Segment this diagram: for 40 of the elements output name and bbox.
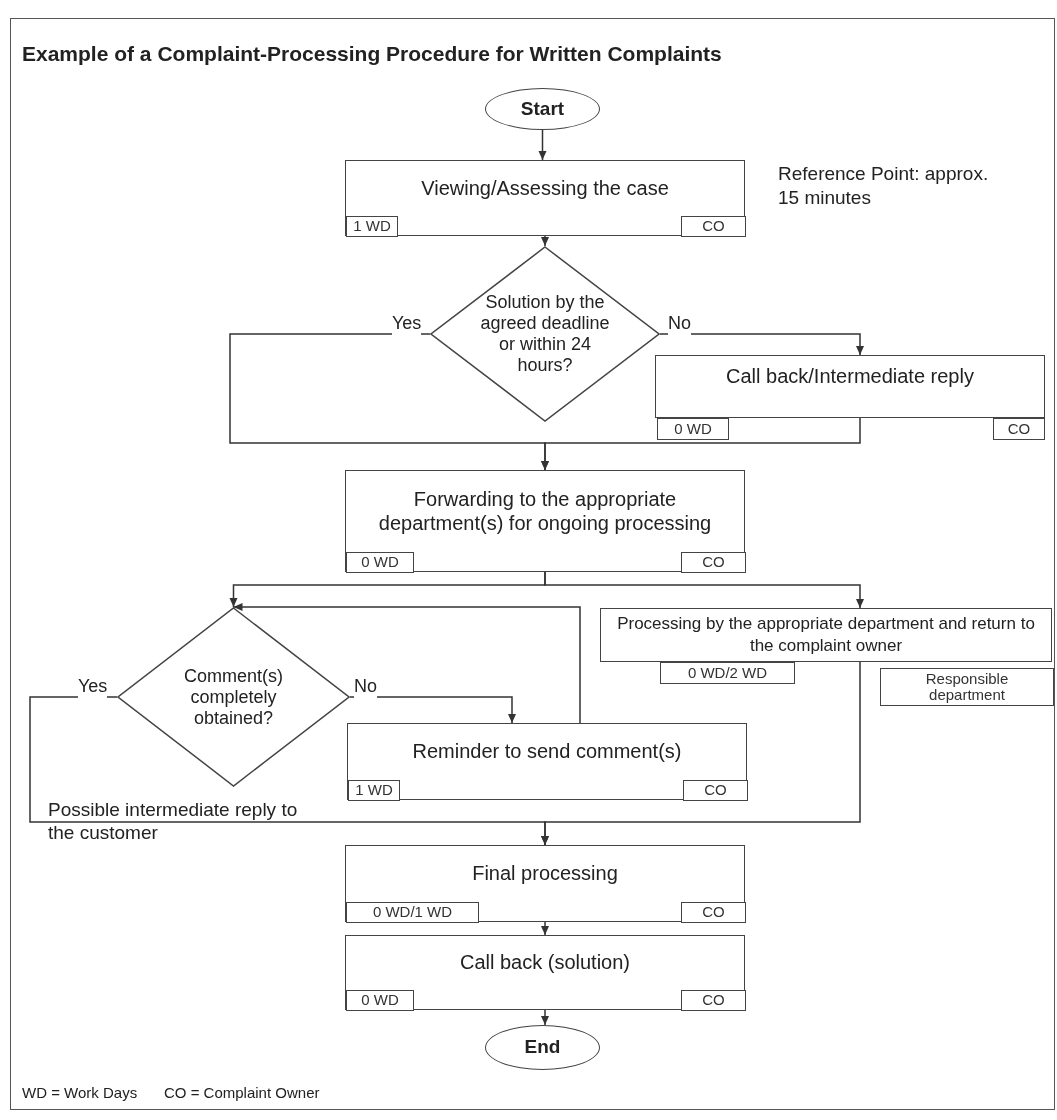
decision-diamond: Comment(s) completely obtained? xyxy=(117,607,350,787)
flow-arrow xyxy=(659,333,864,356)
flow-arrow xyxy=(541,235,549,247)
process-box: Call back (solution) 0 WD CO xyxy=(345,935,745,1010)
note-text: Possible intermediate reply to the customer xyxy=(48,798,299,844)
tag-box: 0 WD xyxy=(346,552,414,573)
flow-arrow xyxy=(541,1009,549,1026)
flow-arrow xyxy=(232,603,581,724)
note-text: Reference Point: approx. 15 minutes xyxy=(778,162,990,210)
flow-arrow xyxy=(544,571,864,609)
tag-box: 0 WD xyxy=(346,990,414,1011)
flow-arrow xyxy=(541,921,549,936)
tag-box: CO xyxy=(681,552,746,573)
tag-box: 0 WD xyxy=(657,418,729,440)
tag-box: CO xyxy=(683,780,748,801)
terminal-oval: Start xyxy=(485,88,600,130)
process-box: Viewing/Assessing the case 1 WD CO xyxy=(345,160,745,236)
tag-box: CO xyxy=(681,990,746,1011)
tag-box: Responsible department xyxy=(880,668,1054,706)
tag-box: CO xyxy=(993,418,1045,440)
process-box: Forwarding to the appropriate department(s) for ongoing processing 0 WD CO xyxy=(345,470,745,572)
tag-box: 0 WD/2 WD xyxy=(660,662,795,684)
tag-box: 1 WD xyxy=(348,780,400,801)
process-box: Final processing 0 WD/1 WD CO xyxy=(345,845,745,922)
note-text: WD = Work Days xyxy=(22,1083,138,1103)
tag-box: 0 WD/1 WD xyxy=(346,902,479,923)
flow-arrow xyxy=(538,129,547,161)
process-box: Call back/Intermediate reply xyxy=(655,355,1045,418)
process-box: Reminder to send comment(s) 1 WD CO xyxy=(347,723,747,800)
process-box: Processing by the appropriate department and return to the complaint owner xyxy=(600,608,1052,662)
flow-arrow xyxy=(349,696,516,724)
terminal-oval: End xyxy=(485,1025,600,1070)
tag-box: CO xyxy=(681,902,746,923)
decision-diamond: Solution by the agreed deadline or within 24 hours? xyxy=(430,246,660,422)
diagram-title: Example of a Complaint-Processing Procedure for Written Complaints xyxy=(22,41,722,67)
tag-box: CO xyxy=(681,216,746,237)
note-text: CO = Complaint Owner xyxy=(164,1083,320,1103)
flow-arrow xyxy=(541,417,861,471)
flow-arrow xyxy=(541,661,861,846)
tag-box: 1 WD xyxy=(346,216,398,237)
